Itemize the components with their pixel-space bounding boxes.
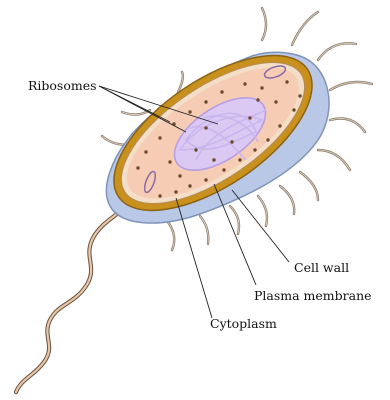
ribosomes-label: Ribosomes (28, 78, 97, 93)
cytoplasm-label: Cytoplasm (210, 316, 277, 331)
cell-wall-label: Cell wall (294, 260, 349, 275)
ribosomes-leader-3 (99, 86, 170, 122)
plasma-membrane-label: Plasma membrane (254, 288, 372, 303)
flagellum (16, 200, 132, 392)
